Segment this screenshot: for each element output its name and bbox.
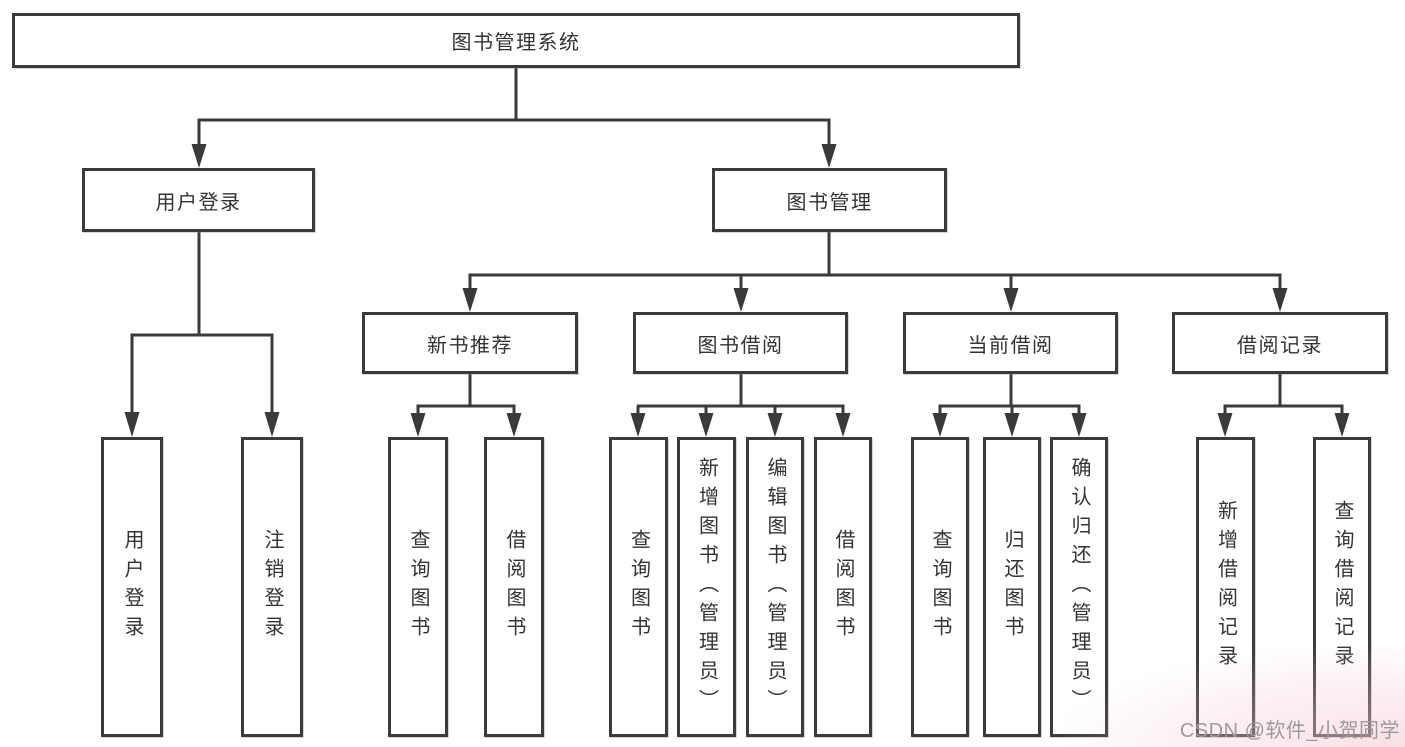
leaf-borrow-edit-books-admin: 编辑图书（管理员） bbox=[746, 437, 804, 737]
node-book-management-label: 图书管理 bbox=[786, 191, 873, 214]
leaf-user-login-label: 用户登录 bbox=[121, 529, 143, 645]
leaf-record-query-record: 查询借阅记录 bbox=[1313, 437, 1371, 737]
leaf-borrow-query-books-label: 查询图书 bbox=[627, 529, 650, 645]
node-new-book-recommend: 新书推荐 bbox=[362, 312, 578, 374]
leaf-logout: 注销登录 bbox=[241, 437, 303, 737]
node-book-borrow: 图书借阅 bbox=[633, 312, 848, 374]
leaf-current-query-books-label: 查询图书 bbox=[929, 529, 951, 645]
leaf-record-add-record-label: 新增借阅记录 bbox=[1214, 500, 1237, 674]
leaf-recommend-borrow-books: 借阅图书 bbox=[484, 437, 544, 737]
leaf-current-return-books: 归还图书 bbox=[983, 437, 1041, 737]
leaf-borrow-add-books-admin-label: 新增图书（管理员） bbox=[695, 456, 718, 718]
leaf-recommend-query-books: 查询图书 bbox=[388, 437, 448, 737]
leaf-borrow-edit-books-admin-label: 编辑图书（管理员） bbox=[764, 456, 786, 718]
leaf-current-confirm-return-admin-label: 确认归还（管理员） bbox=[1068, 456, 1090, 718]
leaf-user-login: 用户登录 bbox=[101, 437, 163, 737]
node-book-borrow-label: 图书借阅 bbox=[697, 334, 784, 357]
arrowhead-icons bbox=[124, 144, 1350, 437]
node-borrow-record-label: 借阅记录 bbox=[1237, 334, 1323, 357]
leaf-current-return-books-label: 归还图书 bbox=[1001, 529, 1023, 645]
leaf-borrow-query-books: 查询图书 bbox=[609, 437, 668, 737]
leaf-borrow-borrow-books: 借阅图书 bbox=[814, 437, 872, 737]
node-user-login: 用户登录 bbox=[82, 168, 315, 232]
leaf-record-query-record-label: 查询借阅记录 bbox=[1331, 500, 1353, 674]
leaf-recommend-borrow-books-label: 借阅图书 bbox=[503, 529, 525, 645]
node-user-login-label: 用户登录 bbox=[155, 191, 242, 214]
node-current-borrow-label: 当前借阅 bbox=[967, 334, 1054, 357]
leaf-borrow-add-books-admin: 新增图书（管理员） bbox=[677, 437, 736, 737]
leaf-logout-label: 注销登录 bbox=[261, 529, 283, 645]
node-current-borrow: 当前借阅 bbox=[903, 312, 1118, 374]
node-root-label: 图书管理系统 bbox=[451, 32, 581, 54]
leaf-recommend-query-books-label: 查询图书 bbox=[407, 529, 429, 645]
node-new-book-recommend-label: 新书推荐 bbox=[427, 334, 513, 357]
leaf-current-confirm-return-admin: 确认归还（管理员） bbox=[1050, 437, 1108, 737]
csdn-watermark: CSDN @软件_小贺同学 bbox=[1179, 720, 1400, 742]
leaf-record-add-record: 新增借阅记录 bbox=[1196, 437, 1255, 737]
leaf-current-query-books: 查询图书 bbox=[911, 437, 969, 737]
leaf-borrow-borrow-books-label: 借阅图书 bbox=[832, 529, 854, 645]
node-root: 图书管理系统 bbox=[12, 13, 1020, 68]
node-borrow-record: 借阅记录 bbox=[1172, 312, 1388, 374]
node-book-management: 图书管理 bbox=[712, 168, 947, 232]
